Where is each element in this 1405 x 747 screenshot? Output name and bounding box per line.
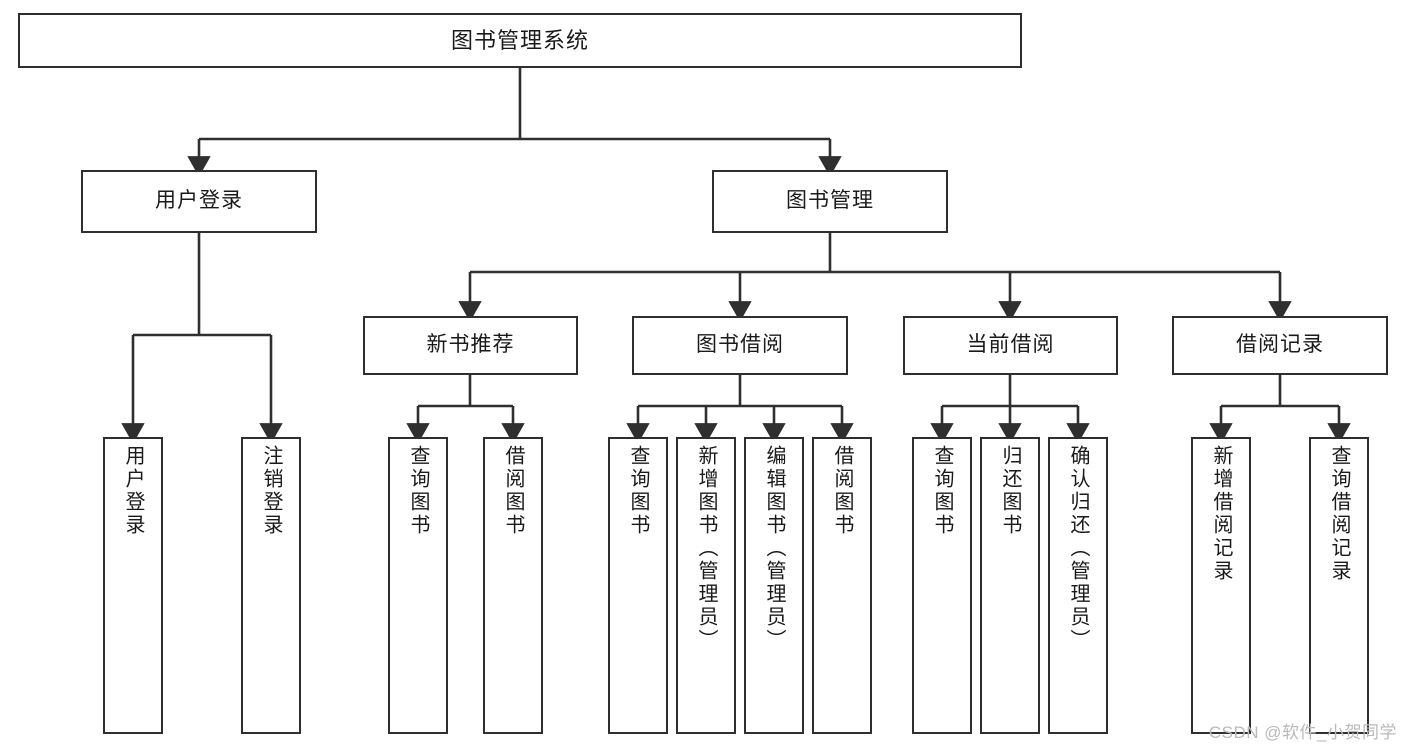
node-leaf-user-logout[interactable]: 注销登录 <box>241 437 301 734</box>
node-leaf-borrow-book-2[interactable]: 借阅图书 <box>812 437 872 734</box>
node-leaf-add-book[interactable]: 新增图书（管理员） <box>676 437 736 734</box>
node-leaf-query-record-label: 查询借阅记录 <box>1328 445 1350 583</box>
node-new-book-recommend[interactable]: 新书推荐 <box>363 316 578 375</box>
node-leaf-query-book-3-label: 查询图书 <box>931 445 953 537</box>
node-current-borrow-label: 当前借阅 <box>966 333 1055 357</box>
node-leaf-user-login[interactable]: 用户登录 <box>103 437 163 734</box>
node-leaf-add-book-label: 新增图书（管理员） <box>695 445 717 652</box>
node-leaf-query-record[interactable]: 查询借阅记录 <box>1309 437 1369 734</box>
node-book-borrow-label: 图书借阅 <box>696 333 784 357</box>
node-root-system-label: 图书管理系统 <box>450 27 589 53</box>
node-book-borrow[interactable]: 图书借阅 <box>632 316 848 375</box>
node-book-manage[interactable]: 图书管理 <box>712 170 948 233</box>
node-leaf-query-book-1[interactable]: 查询图书 <box>388 437 448 734</box>
node-leaf-query-book-1-label: 查询图书 <box>407 445 429 537</box>
node-leaf-confirm-return[interactable]: 确认归还（管理员） <box>1048 437 1108 734</box>
node-leaf-return-book-label: 归还图书 <box>999 445 1021 537</box>
node-leaf-user-login-label: 用户登录 <box>122 445 144 537</box>
node-user-login-label: 用户登录 <box>155 189 243 213</box>
csdn-watermark: CSDN @软件_小贺同学 <box>1208 723 1397 742</box>
node-leaf-return-book[interactable]: 归还图书 <box>980 437 1040 734</box>
node-leaf-user-logout-label: 注销登录 <box>260 445 282 537</box>
node-leaf-query-book-3[interactable]: 查询图书 <box>912 437 972 734</box>
node-current-borrow[interactable]: 当前借阅 <box>903 316 1118 375</box>
node-new-book-recommend-label: 新书推荐 <box>426 333 515 357</box>
node-leaf-query-book-2-label: 查询图书 <box>627 445 649 537</box>
node-leaf-add-record-label: 新增借阅记录 <box>1210 445 1232 583</box>
node-leaf-borrow-book-2-label: 借阅图书 <box>831 445 853 537</box>
node-book-manage-label: 图书管理 <box>786 189 874 213</box>
node-leaf-edit-book[interactable]: 编辑图书（管理员） <box>744 437 804 734</box>
node-leaf-confirm-return-label: 确认归还（管理员） <box>1067 445 1089 652</box>
node-leaf-add-record[interactable]: 新增借阅记录 <box>1191 437 1251 734</box>
node-leaf-borrow-book-1-label: 借阅图书 <box>502 445 524 537</box>
node-root-system[interactable]: 图书管理系统 <box>18 13 1022 68</box>
node-leaf-query-book-2[interactable]: 查询图书 <box>608 437 668 734</box>
node-borrow-record[interactable]: 借阅记录 <box>1172 316 1388 375</box>
node-borrow-record-label: 借阅记录 <box>1236 333 1324 357</box>
node-leaf-borrow-book-1[interactable]: 借阅图书 <box>483 437 543 734</box>
node-user-login[interactable]: 用户登录 <box>81 170 317 233</box>
node-leaf-edit-book-label: 编辑图书（管理员） <box>763 445 785 652</box>
